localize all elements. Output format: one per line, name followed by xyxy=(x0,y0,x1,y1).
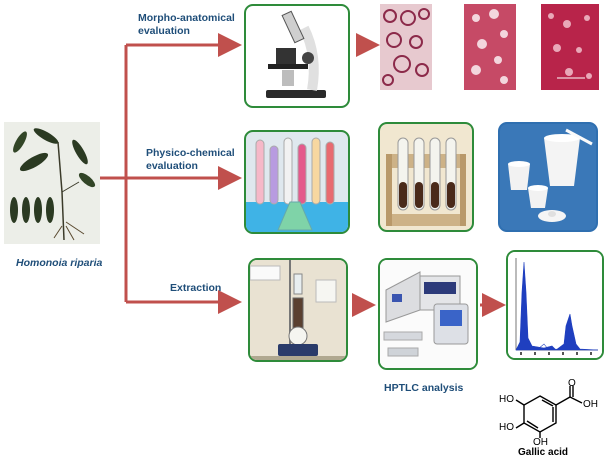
microscope-image xyxy=(244,4,350,108)
plant-name-label: Homonoia riparia xyxy=(16,257,103,269)
gallic-acid-label: Gallic acid xyxy=(518,447,569,458)
plant-specimen-image xyxy=(4,122,100,244)
gallic-acid-atom-oh-acid: OH xyxy=(583,399,598,410)
chromatogram-image xyxy=(506,250,604,360)
test-tubes-image xyxy=(244,130,350,234)
branch-label-physico: Physico-chemical evaluation xyxy=(146,147,235,173)
hptlc-instrument-image xyxy=(378,258,478,370)
gallic-acid-atom-ho-left: HO xyxy=(499,422,514,433)
gallic-acid-atom-ho-top: HO xyxy=(499,394,514,405)
gallic-acid-structure xyxy=(515,386,583,438)
branch-label-physico-line2: evaluation xyxy=(146,160,198,172)
branch-label-morpho-line2: evaluation xyxy=(138,25,190,37)
branch-label-physico-line1: Physico-chemical xyxy=(146,147,235,159)
branch-label-morpho: Morpho-anatomical evaluation xyxy=(138,12,235,38)
branch-label-morpho-line1: Morpho-anatomical xyxy=(138,12,235,24)
stem-section-image-3 xyxy=(541,4,599,90)
hptlc-analysis-label: HPTLC analysis xyxy=(384,382,464,394)
branch-label-extraction: Extraction xyxy=(170,282,222,294)
stem-section-image-2 xyxy=(464,4,516,90)
stem-section-image-1 xyxy=(380,4,432,90)
extraction-apparatus-image xyxy=(248,258,348,362)
crucibles-image xyxy=(498,122,598,232)
gallic-acid-atom-o: O xyxy=(568,378,576,389)
gallic-acid-atom-oh-bottom: OH xyxy=(533,437,548,448)
tube-rack-image xyxy=(378,122,474,232)
